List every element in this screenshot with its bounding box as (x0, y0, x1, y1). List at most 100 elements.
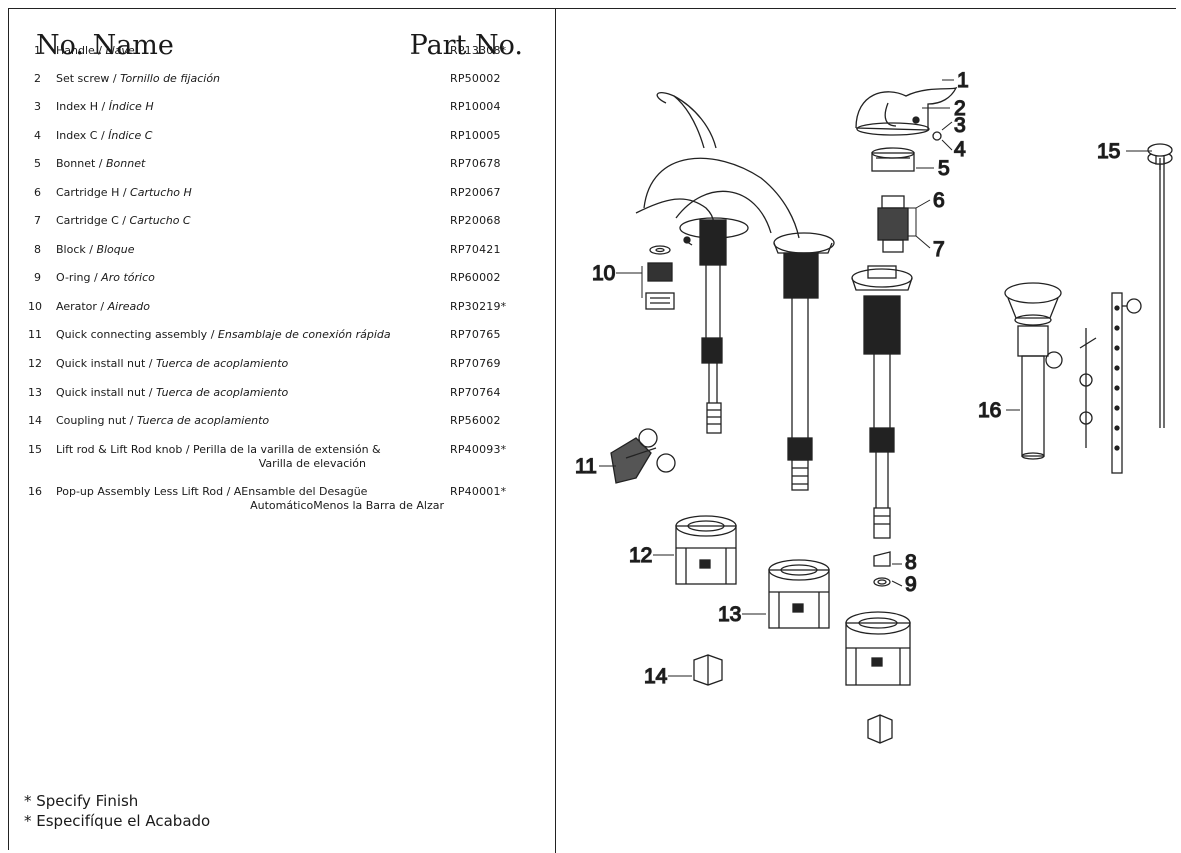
pop-up-drain (1004, 282, 1142, 474)
part-name-en: Pop-up Assembly Less Lift Rod / AEnsambl… (56, 485, 368, 498)
part-name-es: Ensamblaje de conexión rápida (217, 328, 391, 341)
part-number: 6 (34, 186, 41, 199)
part-name: Set screw / Tornillo de fijación (56, 72, 456, 86)
part-name: Lift rod & Lift Rod knob / Perilla de la… (56, 443, 456, 471)
callout-14: 14 (644, 665, 668, 688)
part-name-es: Tuerca de acoplamiento (155, 386, 289, 399)
callout-10: 10 (592, 262, 615, 285)
part-name: Handle / Llave (56, 44, 456, 58)
part-number-code: RP10004 (450, 100, 501, 113)
part-number-code: RP70678 (450, 157, 501, 170)
panel-divider (555, 8, 556, 853)
callout-16: 16 (978, 399, 1001, 422)
callout-8: 8 (905, 551, 917, 574)
callout-2: 2 (954, 97, 966, 120)
part-number: 1 (34, 44, 41, 57)
part-name-es: Tuerca de acoplamiento (136, 414, 270, 427)
part-name-es: Aireado (107, 300, 150, 313)
part-number-code: RP70765 (450, 328, 501, 341)
part-number: 10 (28, 300, 42, 313)
page-frame (8, 8, 1176, 850)
part-number: 13 (28, 386, 42, 399)
part-name-line2: Varilla de elevación (258, 457, 366, 470)
part-name-en: Cartridge H / (56, 186, 131, 199)
part-name-en: O-ring / (56, 271, 102, 284)
callout-15: 15 (1097, 140, 1120, 163)
part-number: 11 (28, 328, 42, 341)
part-number: 16 (28, 485, 42, 498)
callout-3: 3 (954, 114, 966, 137)
parts-header: No. Name Part No. (22, 30, 537, 72)
part-name-es: Tuerca de acoplamiento (155, 357, 289, 370)
part-number-code: RP70769 (450, 357, 501, 370)
part-number-code: RP20067 (450, 186, 501, 199)
valve-assembly (851, 86, 958, 587)
part-name-en: Handle / (56, 44, 106, 57)
quick-install-nut-13 (768, 559, 830, 629)
leader-lines (599, 79, 1152, 677)
part-number: 8 (34, 243, 41, 256)
callout-5: 5 (938, 157, 950, 180)
part-number: 15 (28, 443, 42, 456)
part-name: Index H / Índice H (56, 100, 456, 114)
part-number: 4 (34, 129, 41, 142)
part-name-en: Bonnet / (56, 157, 106, 170)
callout-1: 1 (957, 69, 969, 92)
header-no-name: No. Name (36, 30, 174, 61)
part-name: O-ring / Aro tórico (56, 271, 456, 285)
part-number-code: RP10005 (450, 129, 501, 142)
quick-install-nut-12 (675, 515, 737, 585)
part-name: Pop-up Assembly Less Lift Rod / AEnsambl… (56, 485, 456, 513)
part-name-es: Índice H (108, 100, 154, 113)
coupling-nut (693, 654, 893, 744)
lift-rod (1147, 143, 1173, 428)
part-number-code: RP70421 (450, 243, 501, 256)
part-name: Bonnet / Bonnet (56, 157, 456, 171)
aerator (645, 245, 675, 310)
spout-assembly (635, 92, 835, 491)
part-name-en: Aerator / (56, 300, 108, 313)
part-number: 12 (28, 357, 42, 370)
part-name-line2: AutomáticoMenos la Barra de Alzar (250, 499, 444, 512)
part-number: 3 (34, 100, 41, 113)
part-name-es: Tornillo de fijación (120, 72, 221, 85)
part-name-en: Index H / (56, 100, 109, 113)
part-name-es: Bloque (96, 243, 135, 256)
part-name-en: Coupling nut / (56, 414, 137, 427)
part-name: Cartridge C / Cartucho C (56, 214, 456, 228)
part-number-code: RP20068 (450, 214, 501, 227)
part-name-en: Block / (56, 243, 97, 256)
part-name: Cartridge H / Cartucho H (56, 186, 456, 200)
part-name: Aerator / Aireado (56, 300, 456, 314)
part-name: Block / Bloque (56, 243, 456, 257)
part-number: 5 (34, 157, 41, 170)
quick-install-nut-right (845, 611, 911, 686)
part-number: 7 (34, 214, 41, 227)
part-name-en: Lift rod & Lift Rod knob / Perilla de la… (56, 443, 381, 456)
part-name-es: Aro tórico (101, 271, 155, 284)
part-number-code: RP30219* (450, 300, 507, 313)
quick-connecting-assembly (610, 428, 676, 484)
part-number-code: RP40001* (450, 485, 507, 498)
part-number-code: RP40093* (450, 443, 507, 456)
callout-4: 4 (954, 138, 966, 161)
part-name: Index C / Índice C (56, 129, 456, 143)
notes: * Specify Finish * Especifíque el Acabad… (24, 791, 210, 831)
part-name: Quick connecting assembly / Ensamblaje d… (56, 328, 456, 342)
note-specify-finish: * Specify Finish (24, 792, 139, 810)
callout-11: 11 (575, 455, 597, 478)
callout-numbers: 1 2 3 4 5 6 7 8 9 10 11 12 13 14 15 16 (574, 68, 1121, 688)
header-part-no: Part No. (409, 30, 523, 61)
part-name: Quick install nut / Tuerca de acoplamien… (56, 386, 456, 400)
part-number: 2 (34, 72, 41, 85)
part-name-en: Quick install nut / (56, 357, 156, 370)
part-name-en: Set screw / (56, 72, 121, 85)
part-name-es: Bonnet (106, 157, 146, 170)
part-name-en: Index C / (56, 129, 109, 142)
callout-12: 12 (629, 544, 652, 567)
part-name-es: Índice C (108, 129, 153, 142)
part-number-code: RP56002 (450, 414, 501, 427)
part-number-code: RP50002 (450, 72, 501, 85)
part-name-es: Cartucho C (129, 214, 191, 227)
